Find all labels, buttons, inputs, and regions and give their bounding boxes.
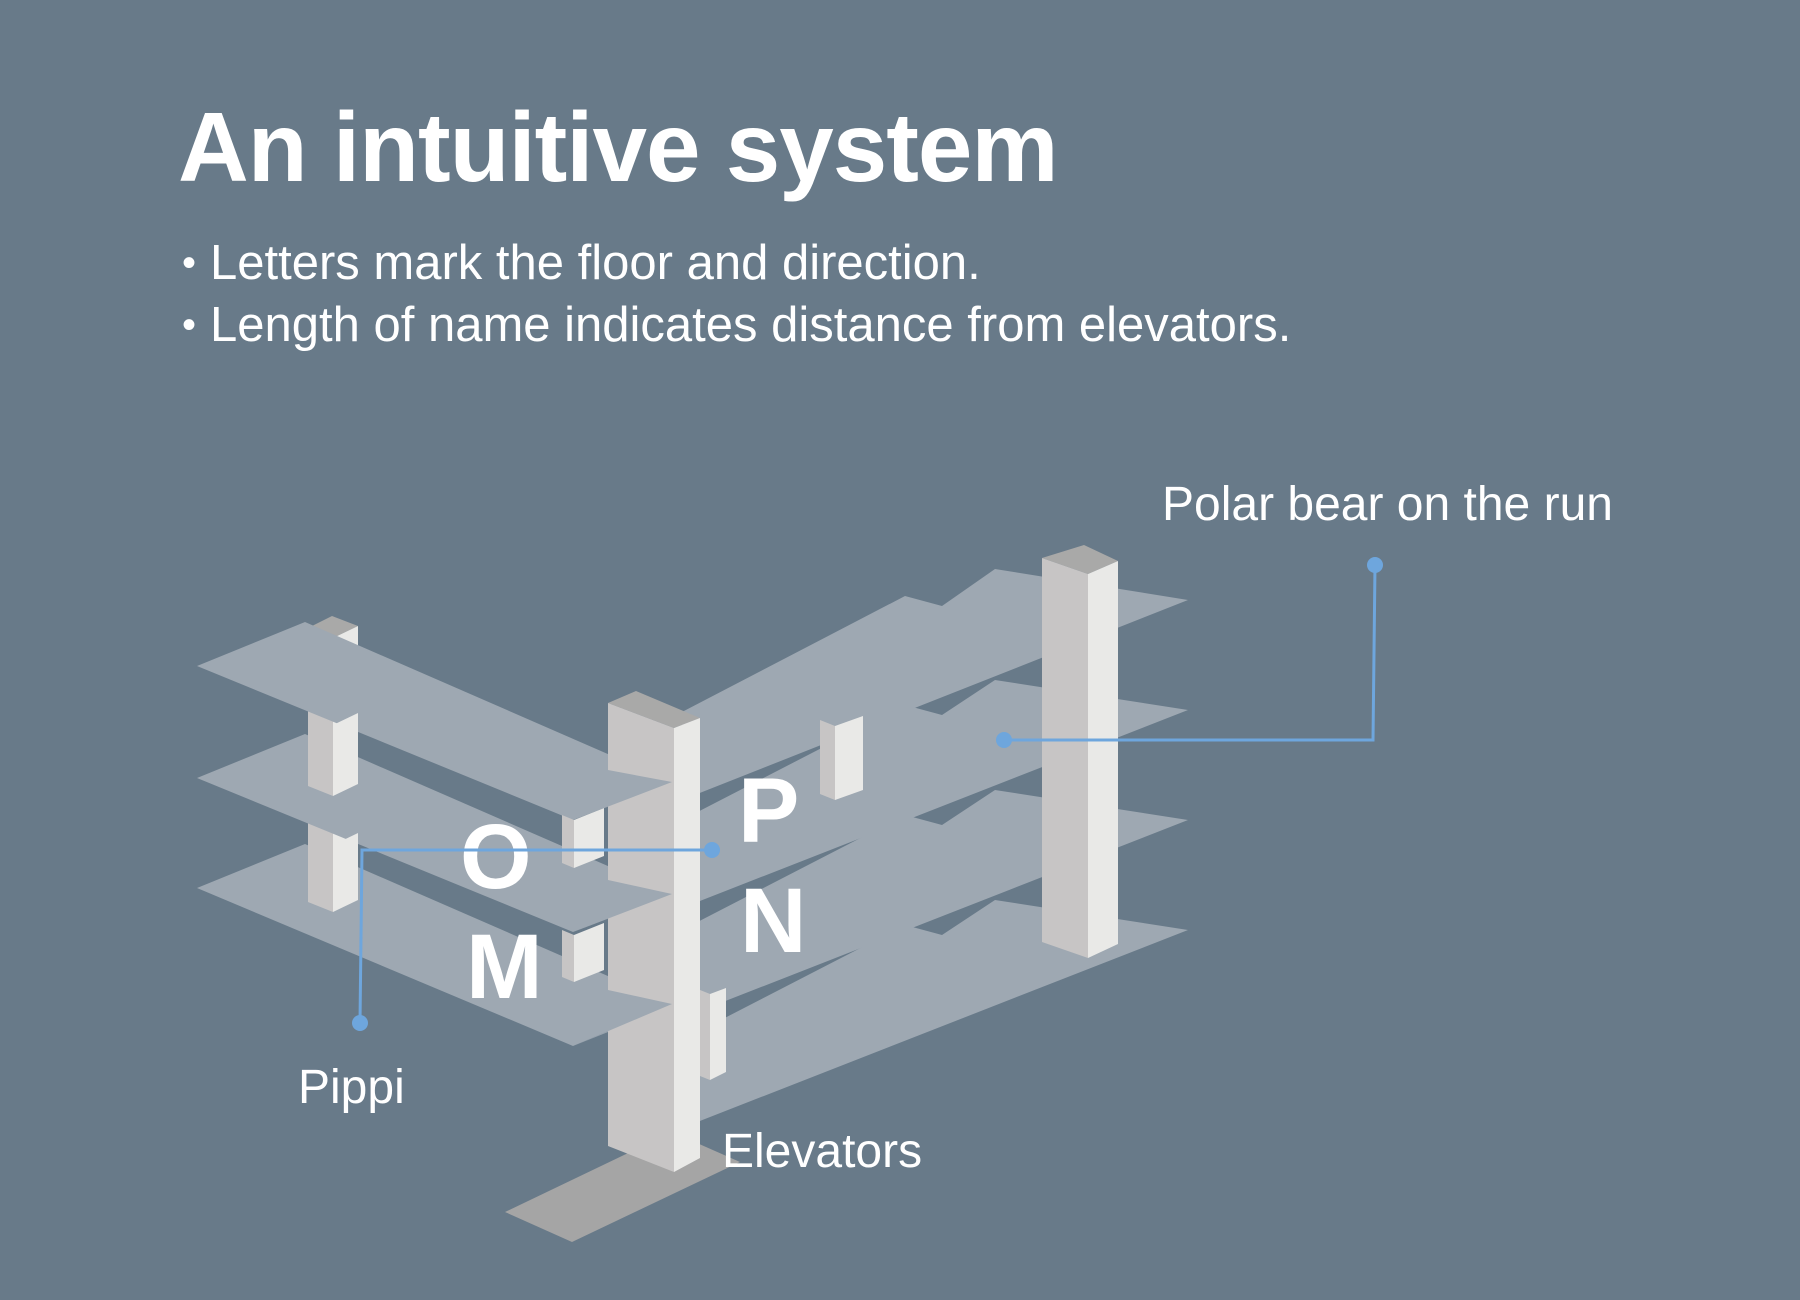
elevator-core: [608, 691, 700, 1172]
left-wing-floor-3: [197, 622, 672, 820]
bullet-list: • Letters mark the floor and direction. •…: [178, 232, 1291, 356]
core-side: [674, 718, 700, 1172]
pillar-face: [562, 930, 574, 982]
pillar-face: [574, 808, 604, 868]
core-top: [608, 691, 700, 728]
polar-bear-callout-dot: [996, 732, 1012, 748]
right-wing: [682, 545, 1188, 1128]
bullet-dot-icon: •: [182, 303, 197, 347]
left-wing: [197, 616, 672, 1046]
pillar-face: [308, 715, 333, 796]
bullet-text: Length of name indicates distance from e…: [210, 298, 1292, 352]
bullet-dot-icon: •: [182, 241, 197, 285]
bullet-item: • Length of name indicates distance from …: [178, 294, 1291, 356]
bullet-text: Letters mark the floor and direction.: [210, 236, 981, 290]
polar-bear-callout-dot: [1367, 557, 1383, 573]
pillar-face: [710, 988, 726, 1080]
pillar-face: [1042, 545, 1118, 574]
pillar-face: [333, 713, 358, 796]
pillar-face: [562, 815, 574, 868]
right-wing-floor-1: [682, 900, 1188, 1128]
pillar-face: [308, 835, 333, 912]
bullet-item: • Letters mark the floor and direction.: [178, 232, 1291, 294]
pippi-callout-dot: [352, 1015, 368, 1031]
pippi-callout-line: [358, 848, 712, 1024]
left-wing-floor-3-front: [573, 770, 672, 820]
polar-bear-label: Polar bear on the run: [1162, 478, 1613, 531]
pillar-face: [1088, 561, 1118, 958]
wing-letter-o: O: [460, 806, 532, 908]
pippi-label: Pippi: [298, 1061, 405, 1114]
wing-letter-m: M: [466, 916, 543, 1018]
pippi-callout-dot: [704, 842, 720, 858]
pillar-face: [700, 990, 710, 1080]
wing-letter-n: N: [740, 870, 806, 972]
left-wing-floor-2-front: [573, 880, 672, 932]
page-title: An intuitive system: [178, 92, 1059, 202]
elevators-label: Elevators: [722, 1125, 922, 1178]
polar-bear-callout-line: [1004, 564, 1377, 742]
core-front: [608, 703, 674, 1172]
pillar-face: [820, 720, 835, 800]
pillar-face: [574, 923, 604, 982]
pillar-face: [835, 716, 863, 800]
left-wing-floor-1-front: [573, 990, 672, 1046]
wing-letter-p: P: [738, 760, 799, 862]
pillar-face: [333, 833, 358, 912]
pillar-face: [1042, 558, 1088, 958]
